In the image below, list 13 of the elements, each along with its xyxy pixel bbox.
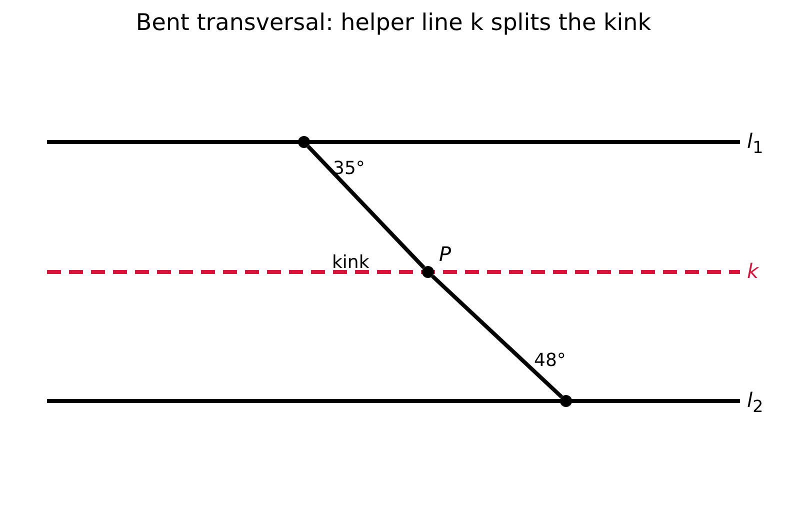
point-label: P <box>439 244 452 264</box>
diagram-title: Bent transversal: helper line k splits the kink <box>134 12 652 35</box>
point-marker <box>560 395 572 407</box>
line-label: l$_{2}$ <box>747 390 764 416</box>
kink-label: kink <box>332 254 370 272</box>
point-marker <box>422 266 434 278</box>
angle-label: 48° <box>534 352 566 370</box>
line-label: l$_{1}$ <box>747 131 764 157</box>
point-marker <box>298 136 310 148</box>
angle-label: 35° <box>333 160 365 178</box>
transversal-segment <box>431 274 563 398</box>
line-label: k <box>747 261 759 281</box>
transversal-segment <box>306 144 426 270</box>
